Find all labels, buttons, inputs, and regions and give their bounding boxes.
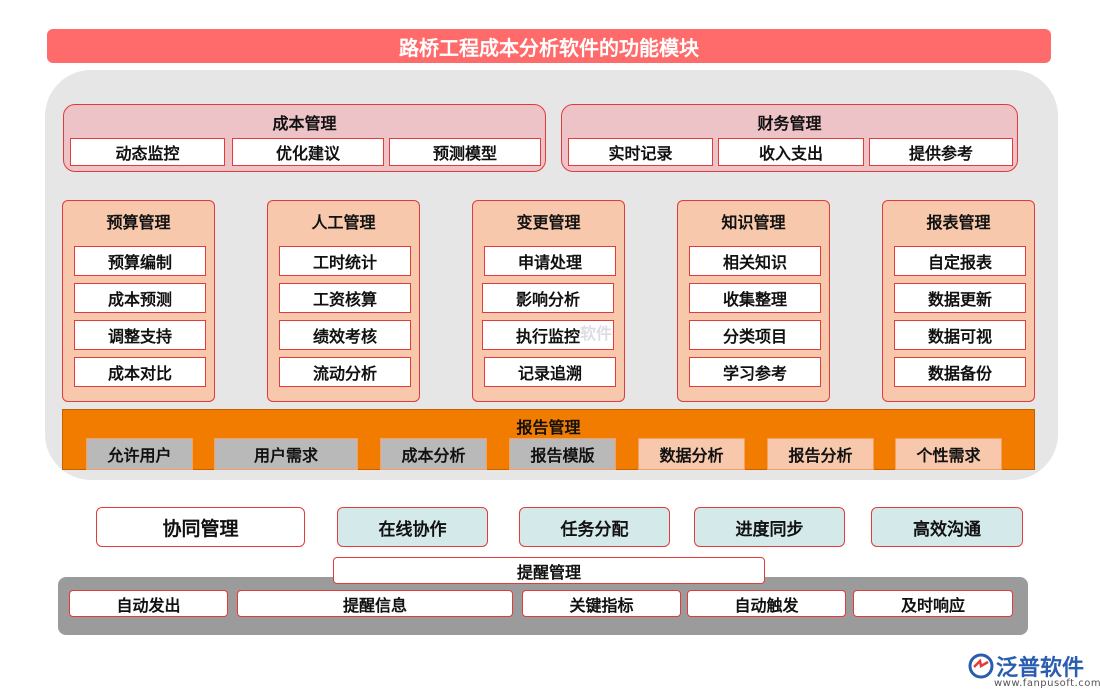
finance-mgmt-item: 收入支出: [718, 138, 864, 166]
module-column-title: 人工管理: [311, 213, 376, 232]
collab-mgmt-title: 协同管理: [96, 507, 305, 547]
module-column-item: 工资核算: [279, 283, 411, 313]
cost-mgmt-title: 成本管理: [272, 114, 337, 133]
module-column-item: 数据更新: [894, 283, 1026, 313]
remind-mgmt-title: 提醒管理: [333, 557, 765, 584]
module-column-item: 调整支持: [74, 320, 206, 350]
report-mgmt-item: 用户需求: [214, 438, 358, 470]
logo-name: 泛普软件: [996, 656, 1085, 681]
report-mgmt-item: 报告分析: [767, 438, 874, 470]
cost-mgmt-item: 优化建议: [232, 138, 384, 166]
remind-item: 自动触发: [687, 590, 846, 617]
remind-item: 自动发出: [69, 590, 228, 617]
module-column-item: 执行监控: [482, 320, 614, 350]
module-column-item: 学习参考: [689, 357, 821, 387]
module-column-title: 知识管理: [721, 213, 786, 232]
fanpu-logo-icon: [968, 653, 994, 679]
module-column-item: 收集整理: [689, 283, 821, 313]
cost-mgmt-item: 动态监控: [70, 138, 225, 166]
finance-mgmt-item: 提供参考: [869, 138, 1013, 166]
report-mgmt-item: 个性需求: [895, 438, 1002, 470]
report-mgmt-item: 数据分析: [638, 438, 745, 470]
module-column-item: 自定报表: [894, 246, 1026, 276]
module-column-item: 申请处理: [484, 246, 616, 276]
report-mgmt-item: 成本分析: [380, 438, 487, 470]
remind-item: 关键指标: [522, 590, 681, 617]
module-column-item: 成本预测: [74, 283, 206, 313]
module-column-item: 相关知识: [689, 246, 821, 276]
remind-item: 提醒信息: [237, 590, 513, 617]
collab-item: 任务分配: [519, 507, 670, 547]
collab-item: 进度同步: [694, 507, 845, 547]
module-column-item: 流动分析: [279, 357, 411, 387]
module-column-title: 变更管理: [516, 213, 581, 232]
cost-mgmt-item: 预测模型: [389, 138, 541, 166]
remind-item: 及时响应: [853, 590, 1013, 617]
module-column-item: 预算编制: [74, 246, 206, 276]
watermark-text: 软件: [580, 324, 613, 343]
module-column-item: 记录追溯: [484, 357, 616, 387]
module-column-item: 分类项目: [689, 320, 821, 350]
report-mgmt-title: 报告管理: [516, 418, 581, 437]
collab-item: 高效沟通: [871, 507, 1023, 547]
module-column-item: 影响分析: [482, 283, 614, 313]
module-column-title: 报表管理: [926, 213, 991, 232]
logo-url: www.fanpusoft.com: [994, 678, 1100, 689]
module-column-item: 绩效考核: [279, 320, 411, 350]
finance-mgmt-item: 实时记录: [568, 138, 713, 166]
report-mgmt-item: 报告模版: [509, 438, 616, 470]
collab-item: 在线协作: [337, 507, 488, 547]
module-column-item: 工时统计: [279, 246, 411, 276]
module-column-item: 数据可视: [894, 320, 1026, 350]
report-mgmt-item: 允许用户: [86, 438, 193, 470]
module-column-title: 预算管理: [106, 213, 171, 232]
module-column-item: 成本对比: [74, 357, 206, 387]
finance-mgmt-title: 财务管理: [757, 114, 822, 133]
module-column-item: 数据备份: [894, 357, 1026, 387]
page-title: 路桥工程成本分析软件的功能模块: [47, 29, 1051, 63]
